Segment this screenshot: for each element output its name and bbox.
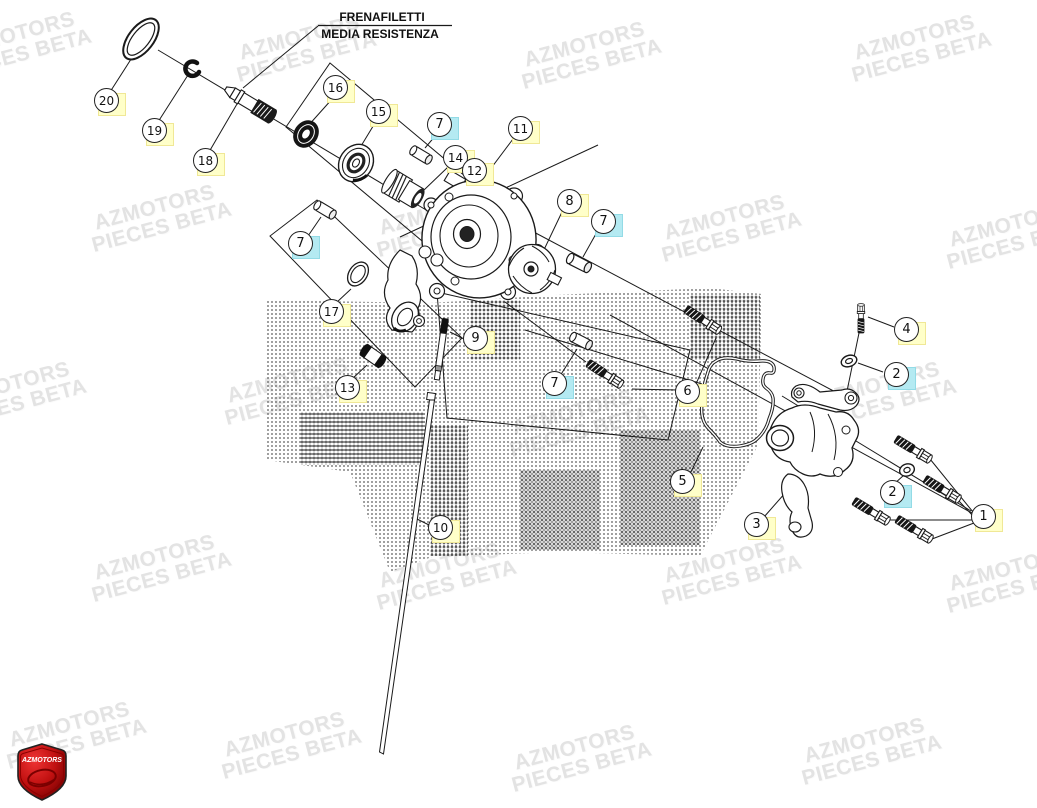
part-washer (898, 463, 916, 477)
note-threadlocker-line1: FRENAFILETTI (339, 10, 425, 24)
callout-7[interactable]: 7 (591, 209, 623, 237)
part-impeller (507, 243, 563, 295)
callout-5[interactable]: 5 (670, 469, 702, 497)
part-bolt (682, 304, 724, 337)
callout-number: 17 (319, 299, 344, 324)
callout-number: 2 (884, 362, 909, 387)
callout-7[interactable]: 7 (288, 231, 320, 259)
callout-number: 18 (193, 148, 218, 173)
logo-swoosh-tail-icon (29, 778, 56, 786)
callout-17[interactable]: 17 (319, 299, 351, 327)
callout-7[interactable]: 7 (542, 371, 574, 399)
callout-15[interactable]: 15 (366, 99, 398, 127)
callout-number: 7 (542, 371, 567, 396)
part-shaft (224, 86, 277, 124)
callout-number: 8 (557, 189, 582, 214)
part-oring-small (346, 261, 370, 287)
callout-18[interactable]: 18 (193, 148, 225, 176)
callout-3[interactable]: 3 (744, 512, 776, 540)
callout-number: 2 (880, 480, 905, 505)
callout-number: 3 (744, 512, 769, 537)
callout-number: 19 (142, 118, 167, 143)
callout-number: 12 (462, 158, 487, 183)
callout-4[interactable]: 4 (894, 317, 926, 345)
callout-number: 11 (508, 116, 533, 141)
shield-inner-line (20, 747, 64, 798)
callout-number: 7 (427, 112, 452, 137)
part-control-rod (433, 318, 449, 381)
part-pin (567, 330, 595, 352)
part-push-rod (378, 391, 437, 755)
callout-number: 13 (335, 375, 360, 400)
callout-number: 15 (366, 99, 391, 124)
callout-number: 7 (288, 231, 313, 256)
callout-number: 6 (675, 379, 700, 404)
callout-13[interactable]: 13 (335, 375, 367, 403)
logo-text: AZMOTORS (21, 757, 62, 764)
part-union-elbow (383, 245, 444, 333)
part-washer (840, 354, 858, 368)
halftone-dense-patch (520, 470, 600, 550)
part-oring-large (122, 17, 160, 61)
callout-11[interactable]: 11 (508, 116, 540, 144)
part-pump-cover (765, 383, 860, 538)
callout-1[interactable]: 1 (971, 504, 1003, 532)
part-pin (311, 199, 339, 221)
callout-8[interactable]: 8 (557, 189, 589, 217)
shield-icon (17, 743, 67, 801)
part-circlip (183, 59, 202, 79)
callout-number: 1 (971, 504, 996, 529)
callout-16[interactable]: 16 (323, 75, 355, 103)
callout-number: 10 (428, 515, 453, 540)
callout-number: 20 (94, 88, 119, 113)
callout-number: 5 (670, 469, 695, 494)
brand-logo: AZMOTORS (17, 743, 67, 801)
callout-6[interactable]: 6 (675, 379, 707, 407)
callout-7[interactable]: 7 (427, 112, 459, 140)
part-bolt (856, 303, 866, 334)
callout-9[interactable]: 9 (463, 326, 495, 354)
halftone-dense-patch (690, 295, 760, 360)
callout-10[interactable]: 10 (428, 515, 460, 543)
callout-19[interactable]: 19 (142, 118, 174, 146)
note-threadlocker-line2: MEDIA RESISTENZA (321, 27, 439, 41)
callout-12[interactable]: 12 (462, 158, 494, 186)
part-seal (293, 120, 319, 148)
part-mechanical-seal (381, 168, 425, 209)
part-bushing (359, 343, 387, 369)
callout-2[interactable]: 2 (880, 480, 912, 508)
callout-20[interactable]: 20 (94, 88, 126, 116)
part-bolt (892, 433, 935, 466)
callout-number: 7 (591, 209, 616, 234)
callout-2[interactable]: 2 (884, 362, 916, 390)
part-bolt (893, 513, 936, 546)
part-bearing (337, 143, 375, 183)
part-gasket (699, 356, 776, 449)
callout-number: 16 (323, 75, 348, 100)
callout-number: 4 (894, 317, 919, 342)
part-pin (407, 144, 435, 166)
halftone-dense-patch (300, 412, 425, 465)
callout-number: 9 (463, 326, 488, 351)
logo-swoosh-icon (27, 768, 57, 788)
part-bolt (584, 358, 626, 391)
